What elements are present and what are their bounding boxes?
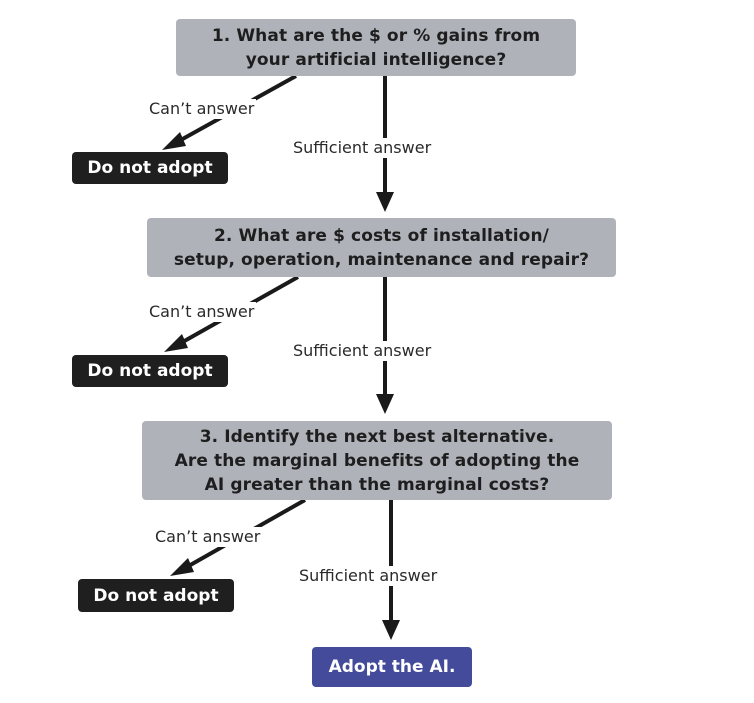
- question-1-line-1: 1. What are the $ or % gains from: [211, 25, 541, 46]
- outcome-do-not-adopt-2: Do not adopt: [72, 355, 228, 387]
- arrowhead-q1-cant-answer: [162, 132, 186, 150]
- branch-label-sufficient-2: Sufficient answer: [291, 341, 434, 361]
- arrowhead-q2-cant-answer: [164, 334, 188, 352]
- branch-label-cant-answer-2: Can’t answer: [147, 302, 257, 322]
- outcome-do-not-adopt-1: Do not adopt: [72, 152, 228, 184]
- question-2-line-2: setup, operation, maintenance and repair…: [173, 249, 590, 270]
- question-1-line-2: your artificial intelligence?: [245, 49, 507, 70]
- question-3-line-2: Are the marginal benefits of adopting th…: [174, 450, 580, 471]
- question-box-3: 3. Identify the next best alternative. A…: [142, 421, 612, 500]
- question-3-line-3: AI greater than the marginal costs?: [204, 474, 550, 495]
- arrowhead-q3-sufficient: [382, 620, 400, 640]
- branch-label-sufficient-1: Sufficient answer: [291, 138, 434, 158]
- arrowhead-q2-sufficient: [376, 394, 394, 414]
- outcome-do-not-adopt-3: Do not adopt: [78, 579, 234, 612]
- arrowhead-q3-cant-answer: [170, 558, 194, 576]
- question-3-line-1: 3. Identify the next best alternative.: [199, 426, 555, 447]
- question-box-2: 2. What are $ costs of installation/ set…: [147, 218, 616, 277]
- outcome-adopt-ai: Adopt the AI.: [312, 647, 472, 687]
- question-2-line-1: 2. What are $ costs of installation/: [214, 225, 549, 246]
- branch-label-cant-answer-1: Can’t answer: [147, 99, 257, 119]
- arrowhead-q1-sufficient: [376, 192, 394, 212]
- question-box-1: 1. What are the $ or % gains from your a…: [176, 19, 576, 76]
- branch-label-sufficient-3: Sufficient answer: [297, 566, 440, 586]
- branch-label-cant-answer-3: Can’t answer: [153, 527, 263, 547]
